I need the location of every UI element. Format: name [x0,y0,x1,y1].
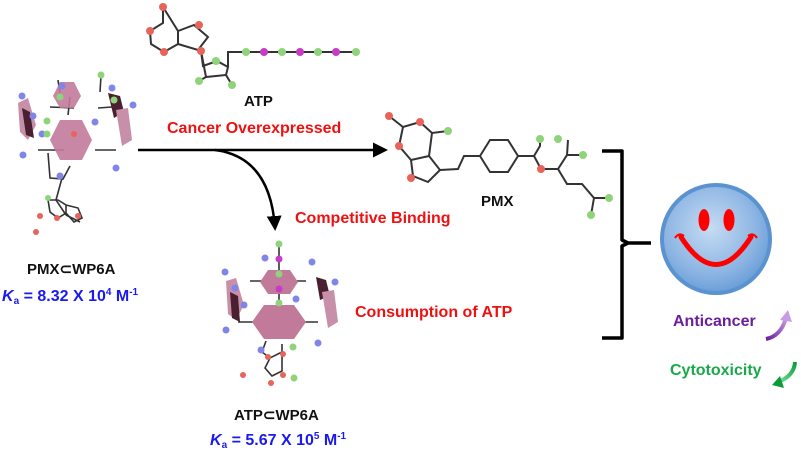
branch-arrow [214,148,282,231]
ka-symbol: K [2,288,14,305]
anticancer-label: Anticancer [673,313,756,330]
pmx-wp6a-ka: Ka = 8.32 X 104 M-1 [2,287,138,307]
atp-label: ATP [244,93,273,110]
right-curly-brace [602,149,651,340]
ka-value: = 5.67 X 10 [227,432,314,449]
cancer-overexpressed-label: Cancer Overexpressed [167,120,342,137]
atp-atoms [146,3,360,89]
atp-wp6a-ka: Ka = 5.67 X 105 M-1 [210,431,346,451]
ka-unit-exponent: -1 [129,287,139,298]
ka-unit: M [111,288,130,305]
ka-exponent: 4 [105,287,112,298]
atp-wp6a-label: ATP⊂WP6A [234,407,319,424]
arrow-down-icon [772,361,797,388]
pmx-wp6a-complex [18,71,137,235]
ka-unit-exponent: -1 [337,431,347,442]
pmx-wp6a-label: PMX⊂WP6A [27,261,116,278]
atp-wp6a-complex [221,240,339,386]
consumption-label: Consumption of ATP [355,304,513,321]
ka-exponent: 5 [313,431,320,442]
smiley-face-icon [660,183,772,295]
arrow-up-icon [765,310,792,341]
pmx-molecule [385,112,613,219]
competitive-binding-label: Competitive Binding [295,210,451,227]
ka-subscript: a [13,296,20,307]
atp-molecule [148,3,358,86]
ka-unit: M [319,432,338,449]
ka-subscript: a [221,440,228,451]
pmx-label: PMX [481,193,514,210]
cytotoxicity-label: Cytotoxicity [670,362,762,379]
ka-symbol: K [210,432,222,449]
ka-value: = 8.32 X 10 [19,288,106,305]
